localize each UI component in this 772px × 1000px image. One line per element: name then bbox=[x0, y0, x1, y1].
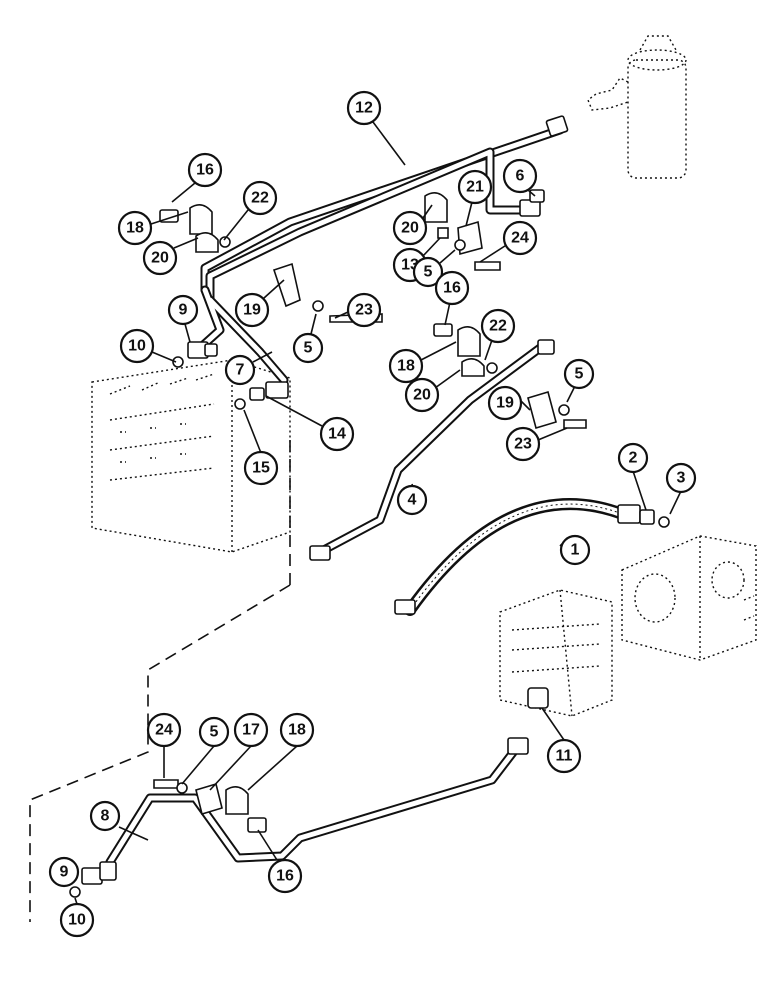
svg-text:22: 22 bbox=[251, 190, 269, 207]
svg-text:20: 20 bbox=[151, 250, 169, 267]
callout-4: 4 bbox=[396, 484, 428, 516]
svg-text:5: 5 bbox=[575, 366, 584, 383]
callout-22: 22 bbox=[242, 180, 278, 216]
svg-text:17: 17 bbox=[242, 722, 260, 739]
svg-text:12: 12 bbox=[355, 100, 373, 117]
svg-text:18: 18 bbox=[126, 220, 144, 237]
callout-20: 20 bbox=[392, 210, 428, 246]
callout-9: 9 bbox=[48, 856, 80, 888]
callout-11: 11 bbox=[546, 738, 582, 774]
callout-17: 17 bbox=[233, 712, 269, 748]
callout-18: 18 bbox=[117, 210, 153, 246]
callout-20: 20 bbox=[404, 377, 440, 413]
svg-text:19: 19 bbox=[496, 395, 514, 412]
svg-text:23: 23 bbox=[355, 302, 373, 319]
callout-22: 22 bbox=[480, 308, 516, 344]
callout-21: 21 bbox=[457, 169, 493, 205]
callout-5: 5 bbox=[198, 716, 230, 748]
callout-7: 7 bbox=[224, 354, 256, 386]
callout-2: 2 bbox=[617, 442, 649, 474]
leader-lines bbox=[74, 121, 682, 905]
reference-line bbox=[29, 440, 291, 922]
callout-18: 18 bbox=[279, 712, 315, 748]
svg-text:16: 16 bbox=[196, 162, 214, 179]
svg-text:11: 11 bbox=[556, 748, 573, 765]
callout-14: 14 bbox=[319, 416, 355, 452]
callout-5: 5 bbox=[563, 358, 595, 390]
callout-23: 23 bbox=[346, 292, 382, 328]
svg-text:8: 8 bbox=[101, 808, 110, 825]
svg-text:16: 16 bbox=[443, 280, 461, 297]
svg-text:23: 23 bbox=[514, 436, 532, 453]
svg-text:14: 14 bbox=[328, 426, 346, 443]
hose-1 bbox=[404, 498, 631, 616]
callout-12: 12 bbox=[346, 90, 382, 126]
callout-16: 16 bbox=[434, 270, 470, 306]
svg-text:22: 22 bbox=[489, 318, 507, 335]
steering-valve-phantom bbox=[499, 589, 613, 717]
callout-24: 24 bbox=[146, 712, 182, 748]
svg-text:9: 9 bbox=[60, 864, 69, 881]
fittings bbox=[69, 115, 670, 898]
callout-10: 10 bbox=[59, 902, 95, 938]
clamps-and-bolts bbox=[153, 192, 587, 833]
pipe-12 bbox=[200, 125, 565, 305]
svg-text:5: 5 bbox=[424, 264, 433, 281]
callout-20: 20 bbox=[142, 240, 178, 276]
svg-text:10: 10 bbox=[128, 338, 146, 355]
svg-text:24: 24 bbox=[511, 230, 529, 247]
callout-9: 9 bbox=[167, 294, 199, 326]
svg-text:6: 6 bbox=[516, 168, 525, 185]
svg-text:5: 5 bbox=[304, 340, 313, 357]
callout-8: 8 bbox=[89, 800, 121, 832]
hydraulic-pump-phantom bbox=[621, 535, 757, 661]
svg-text:20: 20 bbox=[413, 387, 431, 404]
callout-5: 5 bbox=[292, 332, 324, 364]
svg-text:3: 3 bbox=[677, 470, 686, 487]
svg-text:7: 7 bbox=[236, 362, 245, 379]
svg-text:16: 16 bbox=[276, 868, 294, 885]
svg-text:9: 9 bbox=[179, 302, 188, 319]
callout-16: 16 bbox=[187, 152, 223, 188]
pipe-4 bbox=[315, 343, 545, 557]
svg-text:24: 24 bbox=[155, 722, 173, 739]
callout-5: 5 bbox=[412, 256, 444, 288]
callout-15: 15 bbox=[243, 450, 279, 486]
callout-23: 23 bbox=[505, 426, 541, 462]
svg-text:18: 18 bbox=[397, 358, 415, 375]
svg-text:19: 19 bbox=[243, 302, 261, 319]
svg-text:15: 15 bbox=[252, 460, 270, 477]
svg-text:18: 18 bbox=[288, 722, 306, 739]
svg-text:4: 4 bbox=[408, 492, 417, 509]
pipe-8 bbox=[105, 741, 523, 867]
callout-3: 3 bbox=[665, 462, 697, 494]
callout-16: 16 bbox=[267, 858, 303, 894]
callout-10: 10 bbox=[119, 328, 155, 364]
svg-text:20: 20 bbox=[401, 220, 419, 237]
callout-19: 19 bbox=[487, 385, 523, 421]
svg-text:21: 21 bbox=[466, 179, 484, 196]
callout-6: 6 bbox=[502, 158, 538, 194]
svg-text:1: 1 bbox=[571, 542, 580, 559]
callout-19: 19 bbox=[234, 292, 270, 328]
callout-1: 1 bbox=[559, 534, 591, 566]
callout-18: 18 bbox=[388, 348, 424, 384]
filter-housing-phantom bbox=[587, 35, 687, 179]
svg-text:5: 5 bbox=[210, 724, 219, 741]
svg-text:10: 10 bbox=[68, 912, 86, 929]
callout-24: 24 bbox=[502, 220, 538, 256]
svg-text:2: 2 bbox=[629, 450, 638, 467]
